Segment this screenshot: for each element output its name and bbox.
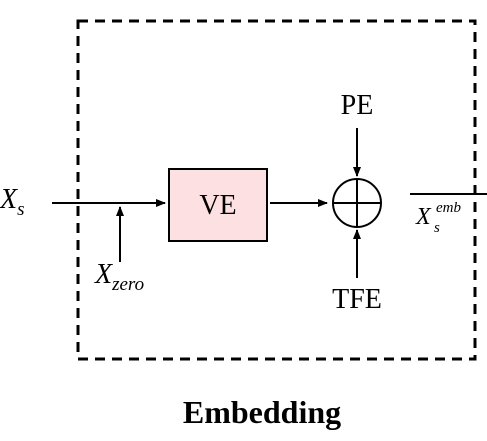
ve-block bbox=[168, 168, 268, 242]
embedding-frame bbox=[76, 19, 477, 361]
diagram-title: Embedding bbox=[183, 394, 341, 430]
circle-plus-icon bbox=[332, 178, 382, 228]
tfe-label: TFE bbox=[332, 284, 382, 315]
pe-label: PE bbox=[341, 90, 374, 121]
input-label: Xs bbox=[0, 184, 25, 220]
ve-label: VE bbox=[199, 190, 236, 221]
zero-label: Xzero bbox=[94, 259, 144, 295]
